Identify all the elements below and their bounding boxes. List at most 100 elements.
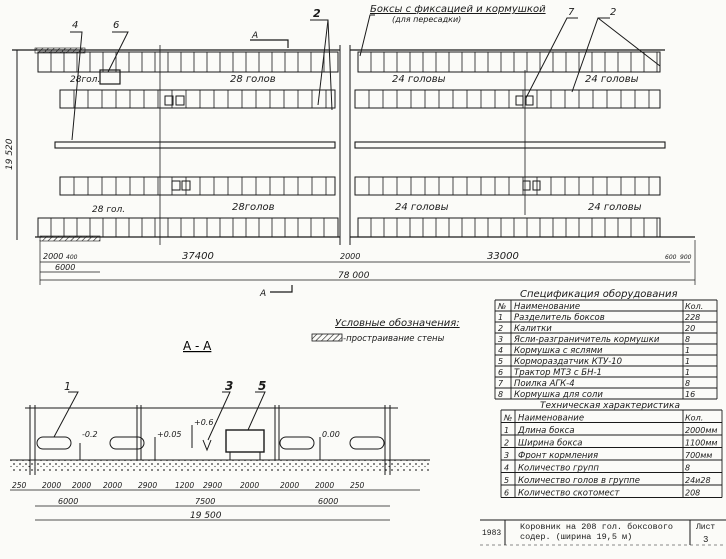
title-block (480, 519, 726, 546)
section-callout-5: 5 (258, 379, 266, 393)
table-cell: Калитки (514, 324, 552, 334)
stall-divider-2 (109, 436, 145, 450)
table-cell: 2 (504, 439, 509, 448)
table-header: Кол. (685, 302, 703, 311)
table-cell: 6 (498, 368, 503, 377)
drinker-icon (175, 95, 185, 106)
drinker-icon (515, 95, 524, 106)
manger-left (54, 141, 336, 149)
dim-text: 2000 (340, 252, 360, 261)
stall-divider-4 (349, 436, 385, 450)
table-cell: 2 (498, 324, 503, 333)
sheet-number: 3 (703, 535, 708, 545)
title-line-1: Коровник на 208 гол. боксового (520, 522, 673, 532)
elevation: +0.6 (194, 418, 213, 427)
table-cell: Количество голов в группе (518, 476, 640, 486)
stall-row (59, 89, 336, 109)
group-label: 28голов (232, 202, 275, 213)
dim-text: 1200 (175, 481, 194, 490)
dim-text: 2900 (138, 481, 157, 490)
table-cell: 228 (685, 313, 700, 322)
table-cell: 5 (504, 476, 509, 485)
elevation: +0.05 (157, 430, 182, 439)
dim-text: 6000 (58, 497, 78, 506)
tractor-icon (99, 69, 121, 85)
drinker-icon (181, 180, 191, 191)
callout-7: 7 (568, 7, 575, 18)
callout-2: 2 (313, 7, 321, 20)
table-header: № (497, 302, 506, 311)
callout-leader (247, 391, 266, 431)
section-marker-line (270, 285, 293, 293)
table-cell: Ясли-разграничитель кормушки (513, 335, 660, 345)
drinker-icon (525, 95, 534, 106)
table-cell: 20 (685, 324, 695, 333)
table-cell: 1 (685, 346, 690, 355)
section-marker-line (250, 39, 289, 48)
table-cell: 3 (498, 335, 503, 344)
group-label: 24 головы (395, 202, 449, 213)
callout-leader (597, 17, 661, 67)
dim-height: 19 520 (5, 138, 15, 170)
section-marker-bottom: А (259, 289, 266, 299)
sheet-label: Лист (695, 523, 715, 532)
table-cell: Кормораздатчик КТУ-10 (514, 357, 622, 367)
dim-text: 400 (66, 254, 78, 261)
dim-text: 7500 (195, 497, 215, 506)
spec-title: Спецификация оборудования (520, 288, 677, 300)
table-header: Кол. (685, 414, 703, 423)
dim-text: 6000 (55, 263, 75, 272)
dim-total: 78 000 (338, 271, 370, 281)
table-cell: Количество скотомест (518, 489, 620, 499)
section-callout-3: 3 (225, 379, 233, 393)
callout-leader (310, 19, 333, 111)
table-cell: 1 (498, 313, 503, 322)
dim-text: 2000 (103, 481, 122, 490)
table-cell: Поилка АГК-4 (514, 379, 575, 389)
table-cell: 1 (504, 426, 509, 435)
dim-text: 250 (350, 481, 365, 490)
hatched-wall (34, 47, 86, 54)
feed-distributor (225, 429, 265, 453)
callout-leader (107, 31, 129, 73)
table-cell: 4 (504, 464, 509, 473)
manger-rack (202, 439, 212, 452)
callout-2b: 2 (610, 7, 616, 18)
table-cell: 8 (498, 390, 503, 399)
legend-hatch-swatch (311, 333, 343, 342)
legend-item: -простраивание стены (343, 334, 445, 344)
stall-row (37, 51, 339, 73)
group-label: 24 головы (585, 74, 639, 85)
group-label: 28 голов (230, 74, 276, 85)
dim-text: 250 (12, 481, 27, 490)
stall-row (37, 217, 339, 238)
stall-divider-3 (279, 436, 315, 450)
callout-leader (70, 31, 83, 141)
hatched-wall (39, 235, 101, 242)
callout-6: 6 (113, 20, 119, 31)
note-boxes-fixation: Боксы с фиксацией и кормушкой (370, 4, 546, 15)
table-cell: 1100мм (685, 439, 717, 448)
stall-row (354, 89, 661, 109)
table-cell: 8 (685, 379, 690, 388)
callout-4: 4 (72, 20, 78, 31)
group-label: 24 головы (588, 202, 642, 213)
table-cell: 2000мм (685, 426, 717, 435)
title-year: 1983 (482, 529, 501, 538)
callout-leader (53, 391, 79, 438)
table-cell: Фронт кормления (518, 451, 598, 461)
dim-text: 600 (665, 254, 677, 261)
table-cell: Ширина бокса (518, 439, 582, 449)
stall-row (357, 51, 661, 73)
drinker-icon (532, 180, 541, 191)
table-cell: 8 (685, 335, 690, 344)
callout-leader (359, 14, 375, 57)
dim-text: 6000 (318, 497, 338, 506)
table-cell: Трактор МТЗ с БН-1 (514, 368, 602, 378)
manger-right (354, 141, 666, 149)
title-line-2: содер. (ширина 19,5 м) (520, 532, 632, 542)
table-cell: 8 (685, 464, 690, 473)
dim-text: 2000 (72, 481, 91, 490)
